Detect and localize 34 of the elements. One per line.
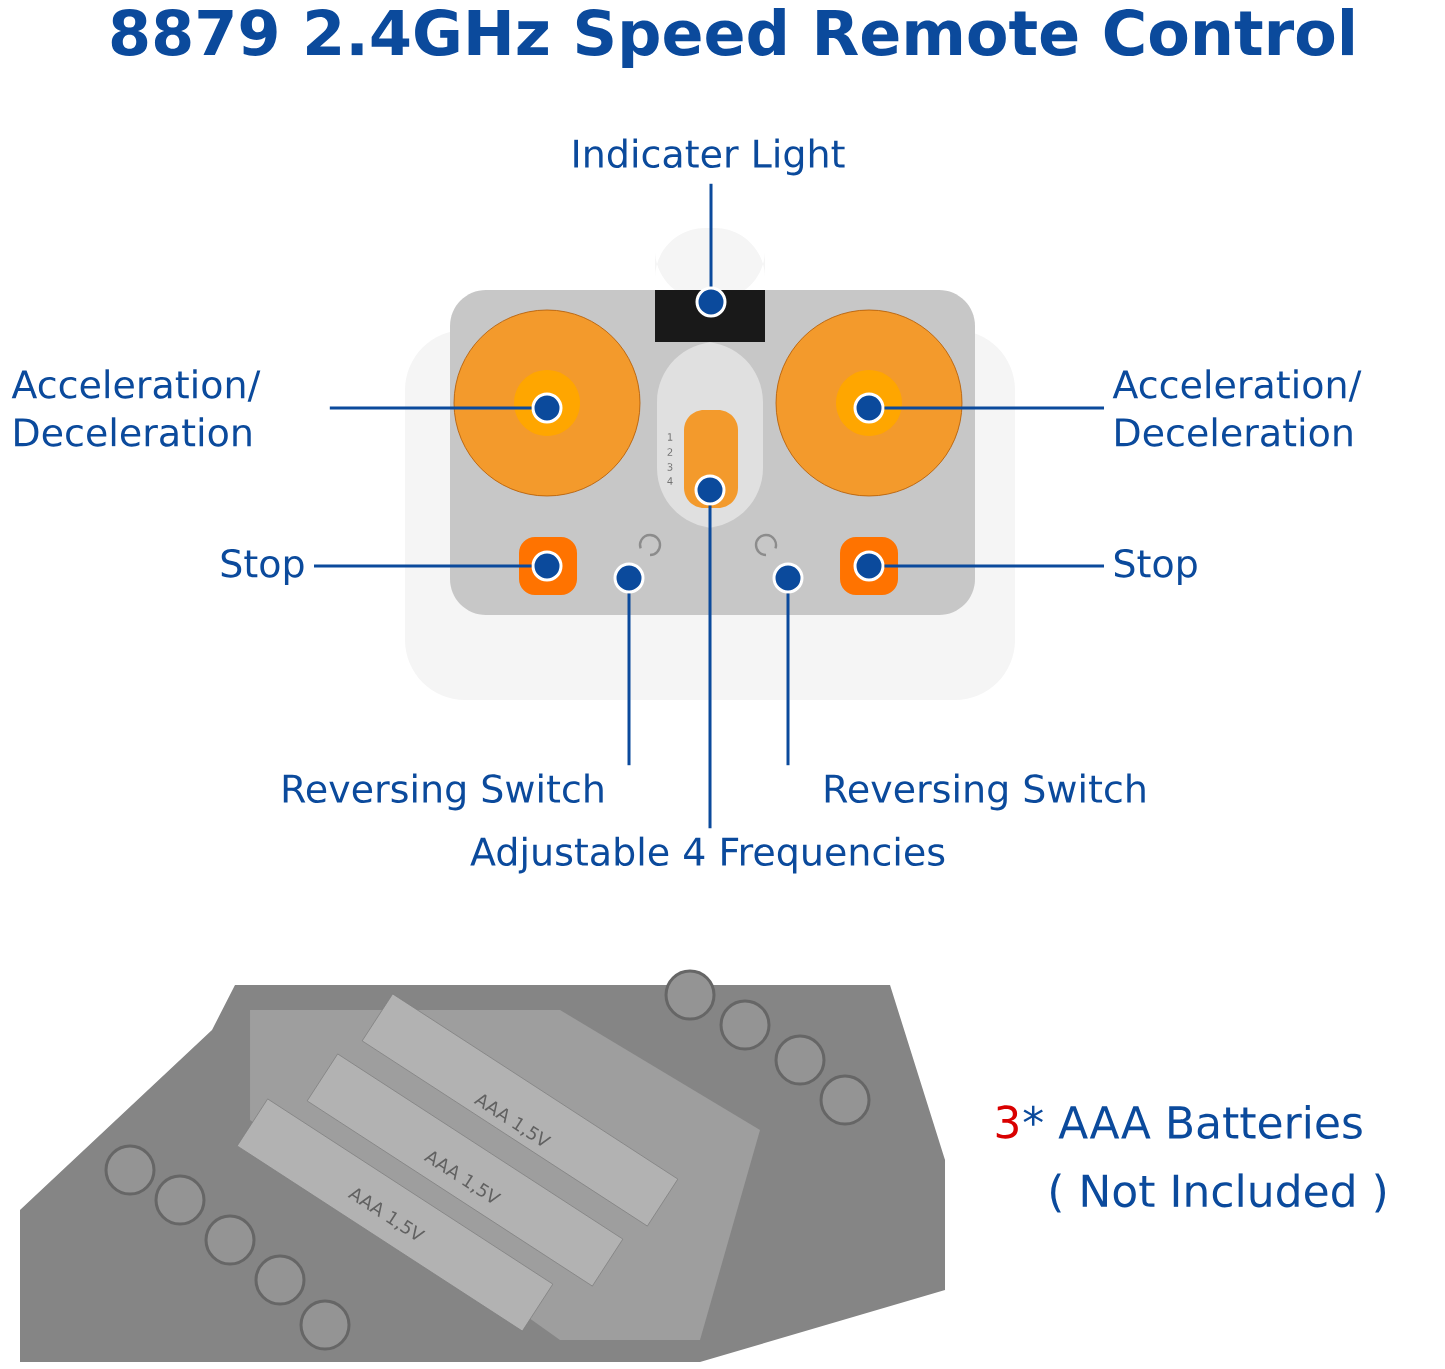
scale-number: 3 [667, 463, 673, 471]
callout-label: Reversing Switch [825, 773, 1145, 811]
leader-line [884, 564, 1104, 568]
callout-label: Adjustable 4 Frequencies [470, 836, 945, 874]
scale-number: 4 [667, 477, 673, 485]
scale-number: 2 [667, 448, 673, 456]
leader-dot [853, 550, 885, 582]
callout-label: Acceleration/ Deceleration [1112, 369, 1362, 447]
leader-line [709, 183, 713, 287]
callout-label: Reversing Switch [283, 773, 603, 811]
title: 8879 2.4GHz Speed Remote Control [111, 8, 1353, 68]
leader-line [708, 505, 712, 829]
leader-dot [853, 392, 885, 424]
leader-dot [772, 562, 804, 594]
leader-line [627, 593, 631, 766]
callout-label: Stop [221, 548, 304, 586]
embossed-text: AAA 1,5V [347, 1188, 426, 1240]
leader-dot [531, 550, 563, 582]
battery-note: * AAA Batteries [1023, 1104, 1362, 1140]
battery-note: ( Not Included ) [1051, 1173, 1385, 1213]
leader-dot [694, 474, 726, 506]
callout-label: Acceleration/ Deceleration [11, 369, 261, 447]
callout-label: Indicater Light [574, 138, 845, 176]
embossed-text: AAA 1,5V [423, 1151, 502, 1203]
callout-label: Stop [1114, 548, 1197, 586]
leader-line [329, 406, 532, 410]
leader-dot [613, 562, 645, 594]
scale-number: 1 [667, 433, 673, 441]
leader-line [884, 406, 1104, 410]
leader-dot [531, 392, 563, 424]
battery-note: 3 [996, 1105, 1018, 1139]
leader-line [786, 593, 790, 766]
leader-line [314, 564, 532, 568]
embossed-text: AAA 1,5V [473, 1094, 552, 1146]
